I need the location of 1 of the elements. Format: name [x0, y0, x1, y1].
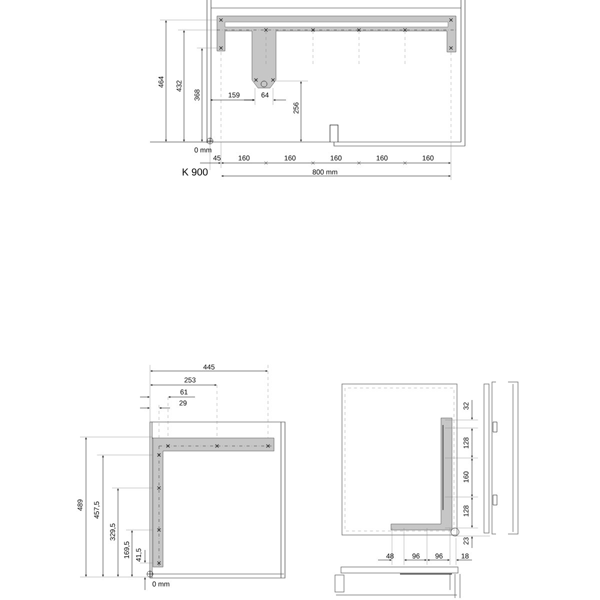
model-label: K 900 [182, 168, 208, 176]
